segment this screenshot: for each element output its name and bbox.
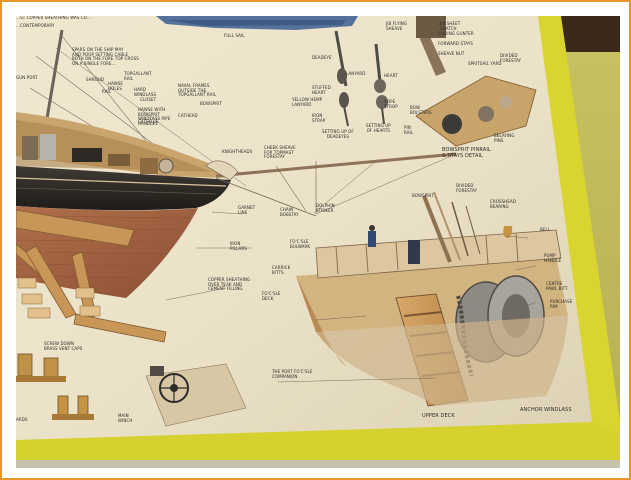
label-garnet-line: GARNET LINE [238, 205, 256, 215]
label-purchase-rim: PURCHASE RIM [550, 299, 573, 309]
label-crosshead-bearing: CROSSHEAD BEARING [490, 199, 517, 209]
poster-photo: ...ST COPPER SHEATHING WAS CO... ...CONT… [16, 16, 620, 468]
poster-illustration [16, 16, 620, 468]
label-setting-up-hearts: SETTING UP OF HEARTS [366, 123, 391, 133]
label-bowsprit-pinrail: BOWSPRIT PINRAIL & STAYS DETAIL [442, 147, 491, 159]
label-closet: CLOSET [140, 97, 157, 102]
label-sheave-nut: SHEAVE NUT [438, 51, 465, 56]
label-screw-down: SCREW DOWN BRASS VENT CAPS [44, 341, 83, 351]
label-bowsprit: BOWSPRIT [200, 101, 222, 106]
label-cheek-sheave: CHEEK SHEAVE FOR TOPMAST FORESTAY [264, 145, 296, 160]
label-spars-note: SPARS ON THE SHIP MAY AND POOP SETTING C… [72, 47, 139, 66]
label-carrick-bitts: CARRICK BITTS [272, 265, 291, 275]
label-hawse-timber: HAWSE WITH BOWSPRIT WINDLASS PIPE HANDLE… [138, 107, 171, 126]
label-bowsprit-2: BOWSPRIT [412, 193, 434, 198]
label-deadeye: DEADEYE [312, 55, 332, 60]
top-caption-sub: ...CONTEMPORARY [16, 23, 55, 28]
label-pump-handle: PUMP HANDLE [544, 253, 562, 263]
label-stuffed-heart: STUFFED HEART [312, 85, 331, 95]
label-knightheads: KNIGHTHEADS [222, 149, 253, 154]
label-belaying-pins: BELAYING PINS [494, 133, 515, 143]
label-rail: RAIL [102, 89, 112, 94]
label-lanyard: LANYARD [346, 71, 366, 76]
label-catfalls: CATFALLS [138, 119, 159, 124]
label-hard-windlass: HARD WINDLASS [134, 87, 157, 97]
label-fore-bulwark: FO'C'SLE BULWARK [290, 239, 311, 249]
label-centre-pawl-bitt: CENTRE PAWL BITT [546, 281, 568, 291]
label-divided-forestay: DIVIDED FORESTAY [456, 183, 478, 193]
label-gallant-rail: TOPGALLANT RAIL [124, 71, 152, 81]
label-setting-up-deadeyes: SETTING UP OF DEADEYES [322, 129, 354, 139]
label-rope-strop: ROPE STROP [384, 99, 398, 109]
label-chain-bobstay: CHAIN BOBSTAY [280, 207, 299, 217]
label-upper-deck: UPPER DECK [422, 413, 455, 419]
label-sliding-gunter: SLIDING GUNTER [438, 31, 474, 36]
label-main-winch: MAIN WINCH [118, 413, 133, 423]
label-fore-companion: THE PORT FO'C'SLE COMPANION [272, 369, 313, 379]
top-caption-header: ...ST COPPER SHEATHING WAS CO... [16, 16, 91, 20]
label-jib-sheet: JIB SHEET SNATCH [440, 21, 461, 31]
label-copper-sheathing: COPPER SHEATHING OVER TEAK AND CEMENT FI… [208, 277, 251, 292]
label-pin-rail: PIN RAIL [404, 125, 414, 135]
label-divided-forestay-top: DIVIDED FORESTAY [500, 53, 522, 63]
label-anchor-windlass: ANCHOR WINDLASS [520, 407, 572, 413]
label-heart: HEART [384, 73, 398, 78]
label-bow-bolsters: BOW BOLSTERS [410, 105, 432, 115]
label-jib-flying: JIB FLYING SHEAVE [386, 21, 408, 31]
label-dolphin-striker: DOLPHIN STRIKER [316, 203, 335, 213]
label-naval-frames: NAVAL FRAMES OUTSIDE THE TOPGALLANT RAIL [178, 83, 217, 98]
label-boards: ARDS [16, 417, 28, 422]
label-full-sail: FULL SAIL [224, 33, 245, 38]
label-iron-pillars: IRON PILLARS [230, 241, 247, 251]
label-spritsail-yard: SPRITSAIL YARD [468, 61, 502, 66]
label-shroud: SHROUD [86, 77, 105, 82]
label-yellow-hemp: YELLOW HEMP LANYARD [292, 97, 323, 107]
label-hawse-holes: HAWSE HOLES [108, 81, 124, 91]
label-cathead: CATHEAD [178, 113, 198, 118]
label-forward-stays: FORWARD STAYS [438, 41, 474, 46]
label-gun-port: GUN PORT [16, 75, 38, 80]
label-fore-deck: FO'C'SLE DECK [262, 291, 281, 301]
label-bell: BELL [540, 227, 551, 232]
label-iron-strap: IRON STRAP [312, 113, 326, 123]
